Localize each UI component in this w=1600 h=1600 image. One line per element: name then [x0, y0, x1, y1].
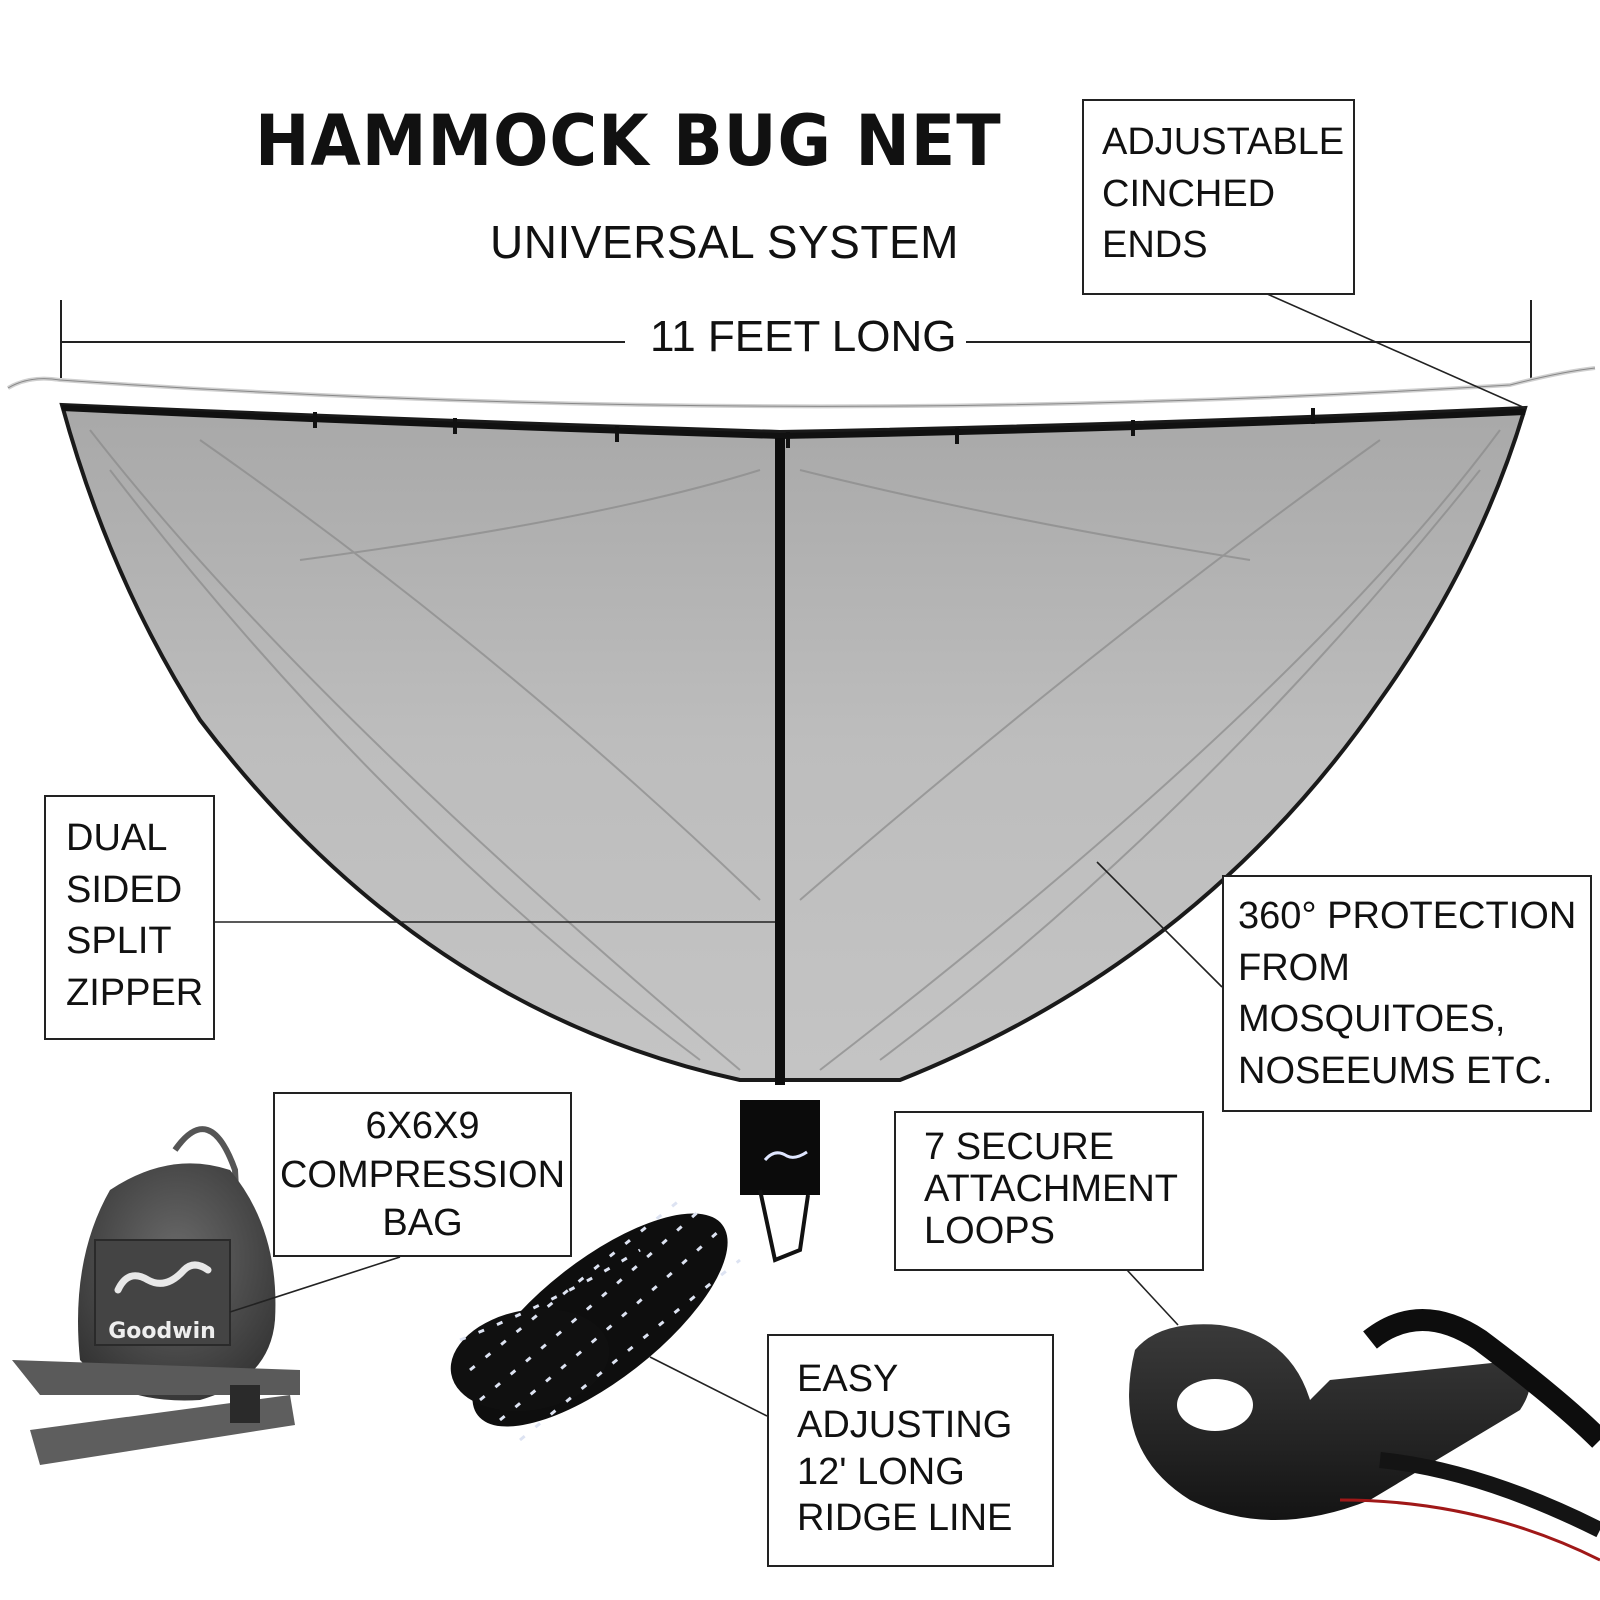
callout-text: 12' LONG [797, 1450, 965, 1493]
callout-protection: 360° PROTECTION FROM MOSQUITOES, NOSEEUM… [1222, 875, 1592, 1112]
callout-zipper: DUAL SIDED SPLIT ZIPPER [44, 795, 215, 1040]
callout-text: ADJUSTING [797, 1404, 1013, 1447]
callout-text: DUAL [66, 817, 168, 859]
ridge-line [6, 366, 1596, 409]
callout-attachment-loops: 7 SECURE ATTACHMENT LOOPS [894, 1111, 1204, 1271]
ridge-line-rope [450, 1198, 741, 1442]
callout-text: MOSQUITOES, [1238, 998, 1506, 1041]
callout-text: 6X6X9 [365, 1105, 480, 1147]
callout-text: ENDS [1102, 224, 1208, 267]
bag-brand-label: Goodwin [108, 1319, 216, 1344]
callout-text: SPLIT [66, 920, 172, 963]
callout-text: ADJUSTABLE [1102, 121, 1345, 163]
callout-text: ZIPPER [66, 972, 204, 1015]
leader-lines [213, 292, 1526, 1417]
callout-text: RIDGE LINE [797, 1497, 1013, 1540]
page-title: HAMMOCK BUG NET [255, 100, 1002, 182]
callout-text: CINCHED [1102, 172, 1276, 215]
callout-text: SIDED [66, 868, 183, 911]
callout-text: 360° PROTECTION [1238, 895, 1577, 937]
callout-text: EASY [797, 1358, 899, 1400]
bug-net [59, 402, 1528, 1263]
callout-text: LOOPS [924, 1209, 1055, 1252]
callout-ridge-line: EASY ADJUSTING 12' LONG RIDGE LINE [767, 1334, 1054, 1567]
callout-text: COMPRESSION [279, 1153, 566, 1196]
callout-text: FROM [1238, 946, 1350, 989]
callout-text: BAG [382, 1202, 463, 1245]
dimension-label: 11 FEET LONG [640, 312, 967, 362]
attachment-hook [1129, 1309, 1600, 1562]
compression-bag: Goodwin [12, 1126, 300, 1465]
callout-cinched-ends: ADJUSTABLE CINCHED ENDS [1082, 99, 1355, 295]
callout-text: 7 SECURE [924, 1126, 1115, 1168]
callout-text: NOSEEUMS ETC. [1238, 1050, 1553, 1093]
callout-compression-bag: 6X6X9 COMPRESSION BAG [273, 1092, 572, 1257]
callout-text: ATTACHMENT [924, 1167, 1179, 1210]
end-pouch [740, 1100, 820, 1195]
page-subtitle: UNIVERSAL SYSTEM [490, 216, 959, 268]
dimension-line [60, 300, 1532, 378]
